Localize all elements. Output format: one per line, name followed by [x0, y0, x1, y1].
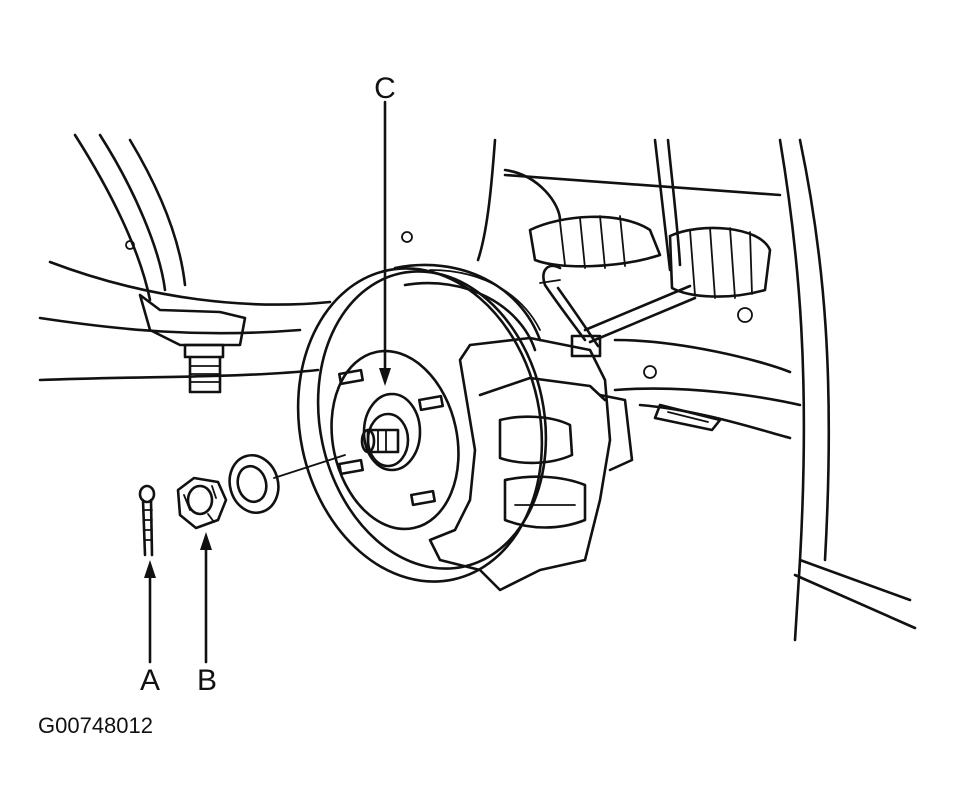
- castle-nut: [176, 476, 228, 530]
- callout-label-a: A: [140, 664, 160, 697]
- wheel-stud: [417, 394, 445, 412]
- brake-caliper: [428, 334, 634, 592]
- callout-arrow-b: [200, 532, 212, 664]
- figure-id: G00748012: [38, 713, 153, 738]
- steering-rack-boot: [528, 215, 772, 379]
- cotter-pin: [138, 484, 156, 557]
- callout-arrow-a: [144, 560, 156, 664]
- callout-arrow-c: [379, 100, 391, 386]
- wheel-studs: [337, 368, 445, 507]
- brake-hose: [539, 264, 600, 348]
- wheel-hub: [330, 349, 460, 531]
- ball-joint: [138, 293, 247, 394]
- brake-rotor: [296, 263, 548, 583]
- wheel-stud: [409, 489, 437, 507]
- lower-control-arm: [613, 338, 802, 440]
- fender-panel: [38, 133, 413, 382]
- wheel-stud: [337, 368, 365, 386]
- washer: [228, 454, 346, 514]
- wheel-stud: [337, 458, 365, 476]
- callout-label-b: B: [197, 664, 217, 697]
- body-panel-right: [476, 138, 917, 642]
- callout-label-c: C: [374, 72, 396, 105]
